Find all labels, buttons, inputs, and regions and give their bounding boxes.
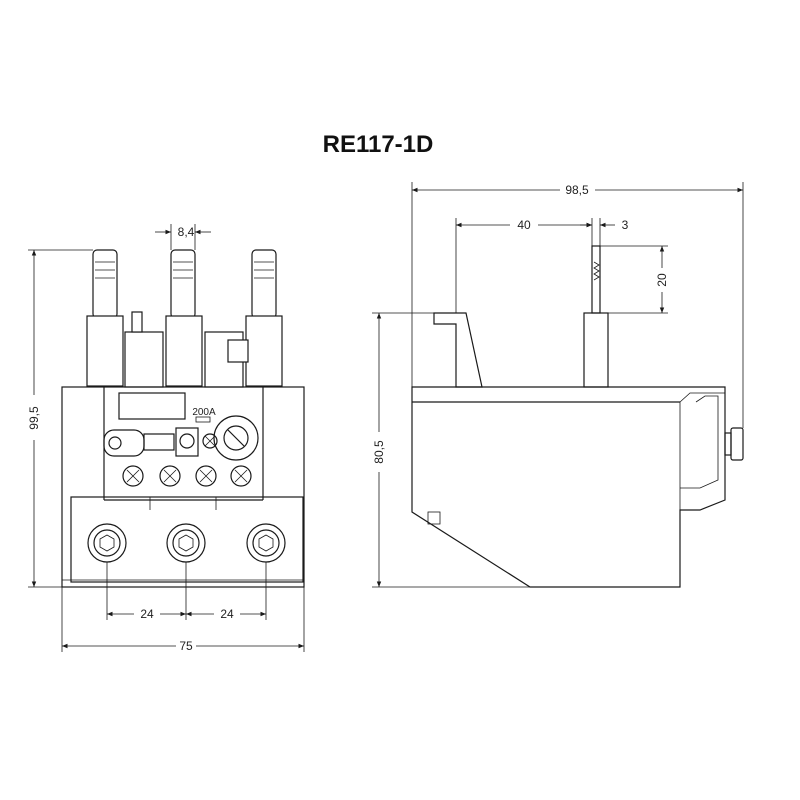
nameplate-window (118, 392, 186, 420)
drawing-title: RE117-1D (323, 131, 434, 158)
dim-terminal-pitch: 8,4 (155, 224, 211, 250)
svg-text:24: 24 (220, 607, 234, 621)
svg-text:75: 75 (179, 639, 193, 653)
front-housing (61, 386, 305, 588)
svg-text:98,5: 98,5 (565, 183, 589, 197)
dim-terminal-spacing: 24 24 (106, 562, 267, 621)
svg-text:20: 20 (655, 273, 669, 287)
adjustment-dial (213, 415, 259, 461)
svg-text:80,5: 80,5 (372, 440, 386, 464)
dim-body-height: 80,5 (372, 312, 530, 588)
svg-text:8,4: 8,4 (178, 225, 195, 239)
svg-text:40: 40 (517, 218, 531, 232)
dim-total-width: 75 (61, 587, 305, 653)
svg-text:99,5: 99,5 (27, 406, 41, 430)
front-view: 200A (27, 224, 305, 653)
dim-terminal-length: 20 (600, 245, 669, 314)
auxiliary-screws (122, 465, 252, 487)
svg-text:24: 24 (140, 607, 154, 621)
mounting-hook (433, 312, 483, 388)
dim-terminal-offset: 40 (455, 218, 593, 313)
main-terminal-screws (87, 523, 286, 563)
current-rating-label: 200A (192, 407, 216, 418)
lower-terminal-block (70, 496, 304, 583)
reset-knob (730, 427, 744, 461)
side-terminal (583, 312, 609, 388)
dim-total-depth: 98,5 (411, 182, 744, 428)
side-housing (411, 386, 726, 588)
svg-text:3: 3 (622, 218, 629, 232)
side-view: 98,5 40 3 20 (372, 182, 744, 588)
dim-total-height: 99,5 (27, 249, 93, 588)
top-terminal-pins (86, 249, 283, 388)
dim-terminal-width: 3 (580, 218, 629, 246)
